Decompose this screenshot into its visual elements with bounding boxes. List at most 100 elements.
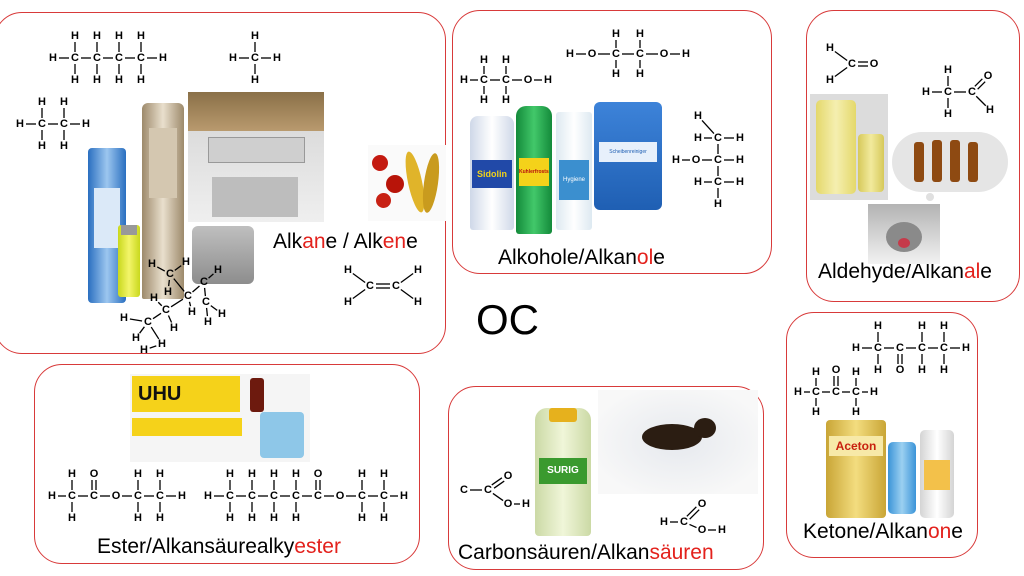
atom-h: H [140,344,148,356]
bond [188,301,192,307]
atom-h: H [852,342,860,354]
bond [156,266,166,272]
atom-h: H [380,468,388,480]
atom-c: C [314,490,322,502]
atom-h: H [204,316,212,328]
bond [689,523,697,529]
bond [168,279,170,287]
alkohole-label: Alkohole/Alkanole [498,246,665,269]
atom-h: H [188,306,196,318]
atom-h: H [714,198,722,210]
atom-h: H [460,74,468,86]
atom-h: H [358,512,366,524]
atom-h: H [204,490,212,502]
bond [203,287,207,297]
bond [491,477,503,486]
atom-o: O [336,490,345,502]
atom-c: C [680,516,688,528]
atom-o: O [588,48,597,60]
atom-h: H [694,176,702,188]
atom-c: C [251,52,259,64]
bond [167,315,173,323]
ketone-label: Ketone/Alkanone [803,520,963,543]
bond [974,78,983,87]
atom-h: H [852,366,860,378]
atom-h: H [60,96,68,108]
atom-h: H [414,296,422,308]
atom-h: H [694,110,702,122]
atom-h: H [344,296,352,308]
bond [129,318,143,322]
atom-c: C [714,132,722,144]
atom-c: C [137,52,145,64]
atom-c: C [200,276,208,288]
atom-o: O [870,58,879,70]
bond [150,326,160,340]
aldehyde-label: Aldehyde/Alkanale [818,260,992,283]
gas-meter-photo [188,92,324,222]
atom-h: H [38,140,46,152]
atom-c: C [852,386,860,398]
atom-h: H [251,30,259,42]
uhu-label: UHU [132,376,240,412]
bond [352,273,366,283]
atom-h: H [115,30,123,42]
atom-h: H [218,308,226,320]
atom-c: C [366,280,374,292]
bond [157,301,163,307]
bond [149,345,157,349]
remover-bottle-photo [920,430,954,518]
atom-h: H [380,512,388,524]
spray-label: Hygiene Spray [559,160,589,200]
fruit-photo [368,145,446,221]
atom-h: H [962,342,970,354]
atom-h: H [874,364,882,376]
bond [208,273,214,279]
atom-h: H [944,64,952,76]
atom-c: C [380,490,388,502]
atom-h: H [292,468,300,480]
hygiene-spray-photo: Hygiene Spray [556,112,592,230]
atom-c: C [68,490,76,502]
atom-h: H [68,468,76,480]
atom-h: H [68,512,76,524]
atom-c: C [71,52,79,64]
atom-c: C [968,86,976,98]
bond [834,51,848,61]
canister-label: Scheibenreiniger [599,142,657,162]
atom-h: H [874,320,882,332]
atom-h: H [137,30,145,42]
atom-c: C [90,490,98,502]
atom-c: C [292,490,300,502]
aceton-label: Aceton [829,436,883,456]
atom-h: H [694,132,702,144]
atom-c: C [156,490,164,502]
canister-photo [192,226,254,284]
atom-c: C [502,74,510,86]
atom-h: H [292,512,300,524]
atom-h: H [156,512,164,524]
atom-h: H [132,332,140,344]
atom-c: C [226,490,234,502]
bond [834,67,848,77]
atom-h: H [115,74,123,86]
atom-c: C [392,280,400,292]
sidolin-label: Sidolin [472,160,512,188]
atom-h: H [71,30,79,42]
atom-h: H [480,94,488,106]
atom-h: H [229,52,237,64]
atom-c: C [460,484,468,496]
gold-spray-photo [142,103,184,299]
atom-h: H [918,320,926,332]
atom-h: H [870,386,878,398]
bond [400,289,414,299]
atom-c: C [166,268,174,280]
vinegar-bottle-photo: SURIG [535,408,591,536]
